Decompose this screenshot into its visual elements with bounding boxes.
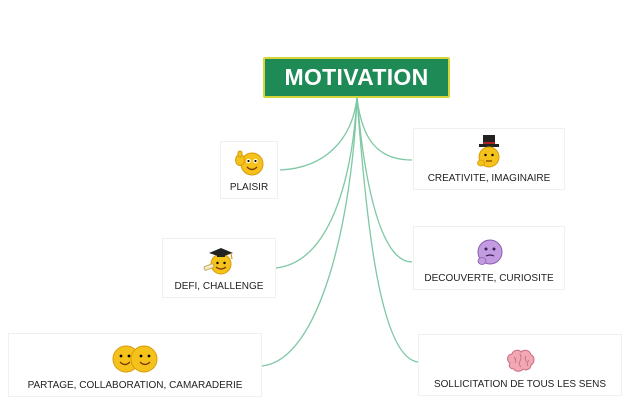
two-smileys-icon (112, 345, 158, 373)
graduate-smiley-icon (203, 248, 233, 275)
node-decouverte-curiosite[interactable]: DECOUVERTE, CURIOSITE (413, 226, 565, 290)
node-sollicitation-sens[interactable]: SOLLICITATION DE TOUS LES SENS (418, 334, 622, 396)
node-label-plaisir: PLAISIR (229, 182, 269, 193)
purple-thinking-face-icon (477, 239, 503, 265)
node-label-defi-challenge: DEFI, CHALLENGE (174, 281, 264, 292)
node-partage-collaboration[interactable]: PARTAGE, COLLABORATION, CAMARADERIE (8, 333, 262, 397)
node-label-decouverte-curiosite: DECOUVERTE, CURIOSITE (424, 273, 554, 284)
brain-icon (507, 349, 535, 372)
central-topic-label: MOTIVATION (284, 64, 429, 90)
node-plaisir[interactable]: PLAISIR (220, 141, 278, 199)
node-label-partage-collaboration: PARTAGE, COLLABORATION, CAMARADERIE (27, 380, 243, 391)
node-defi-challenge[interactable]: DEFI, CHALLENGE (162, 238, 276, 298)
connector-sollicitation (356, 97, 419, 363)
thumbs-up-smiley-icon (235, 150, 264, 176)
node-label-sollicitation-sens: SOLLICITATION DE TOUS LES SENS (433, 379, 607, 390)
node-creativite-imaginaire[interactable]: CREATIVITE, IMAGINAIRE (413, 128, 565, 190)
connector-plaisir (279, 97, 358, 171)
connector-creativite (356, 97, 413, 161)
central-topic-motivation[interactable]: MOTIVATION (263, 57, 450, 98)
connector-defi (275, 97, 358, 269)
node-label-creativite-imaginaire: CREATIVITE, IMAGINAIRE (427, 173, 551, 184)
top-hat-thinking-smiley-icon (477, 135, 500, 168)
connector-partage (261, 97, 358, 367)
connector-decouverte (356, 97, 413, 263)
